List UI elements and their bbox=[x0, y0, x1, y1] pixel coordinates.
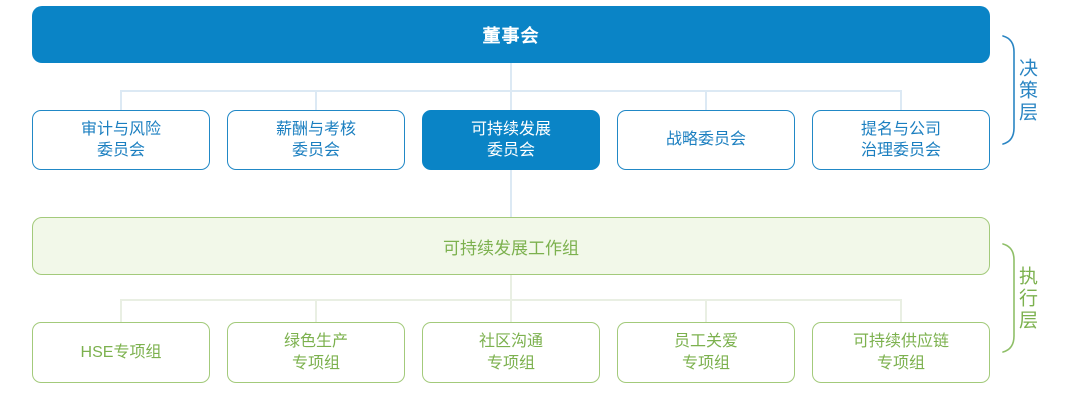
connector-drop-committee-5 bbox=[900, 92, 902, 110]
connector-committees-horizontal bbox=[120, 90, 902, 92]
connector-drop-committee-4 bbox=[705, 92, 707, 110]
connector-drop-task-1 bbox=[120, 301, 122, 322]
connector-drop-committee-1 bbox=[120, 92, 122, 110]
board-of-directors-node: 董事会 bbox=[32, 6, 990, 63]
committees-row: 审计与风险 委员会 薪酬与考核 委员会 可持续发展 委员会 战略委员会 提名与公… bbox=[32, 110, 990, 170]
connector-drop-task-4 bbox=[705, 301, 707, 322]
connector-drop-task-3 bbox=[510, 301, 512, 322]
execution-layer-label: 执行层 bbox=[1016, 266, 1037, 332]
task-group-green-production: 绿色生产 专项组 bbox=[227, 322, 405, 383]
task-group-employee-care: 员工关爱 专项组 bbox=[617, 322, 795, 383]
connector-workgroup-stem bbox=[510, 275, 512, 299]
task-group-hse: HSE专项组 bbox=[32, 322, 210, 383]
connector-drop-committee-2 bbox=[315, 92, 317, 110]
connector-drop-task-5 bbox=[900, 301, 902, 322]
committee-compensation-appraisal: 薪酬与考核 委员会 bbox=[227, 110, 405, 170]
sustainable-development-working-group-node: 可持续发展工作组 bbox=[32, 217, 990, 275]
connector-drop-task-2 bbox=[315, 301, 317, 322]
task-group-community-communication: 社区沟通 专项组 bbox=[422, 322, 600, 383]
task-group-sustainable-supply-chain: 可持续供应链 专项组 bbox=[812, 322, 990, 383]
connector-committee-workgroup bbox=[510, 170, 512, 217]
connector-board-stem bbox=[510, 63, 512, 90]
task-groups-row: HSE专项组 绿色生产 专项组 社区沟通 专项组 员工关爱 专项组 可持续供应链… bbox=[32, 322, 990, 383]
committee-strategy: 战略委员会 bbox=[617, 110, 795, 170]
execution-layer-bracket bbox=[1002, 243, 1015, 353]
committee-sustainable-development: 可持续发展 委员会 bbox=[422, 110, 600, 170]
decision-layer-bracket bbox=[1002, 35, 1015, 145]
connector-drop-committee-3 bbox=[510, 92, 512, 110]
connector-tasks-horizontal bbox=[120, 299, 902, 301]
decision-layer-label: 决策层 bbox=[1016, 58, 1037, 124]
committee-nomination-governance: 提名与公司 治理委员会 bbox=[812, 110, 990, 170]
committee-audit-risk: 审计与风险 委员会 bbox=[32, 110, 210, 170]
